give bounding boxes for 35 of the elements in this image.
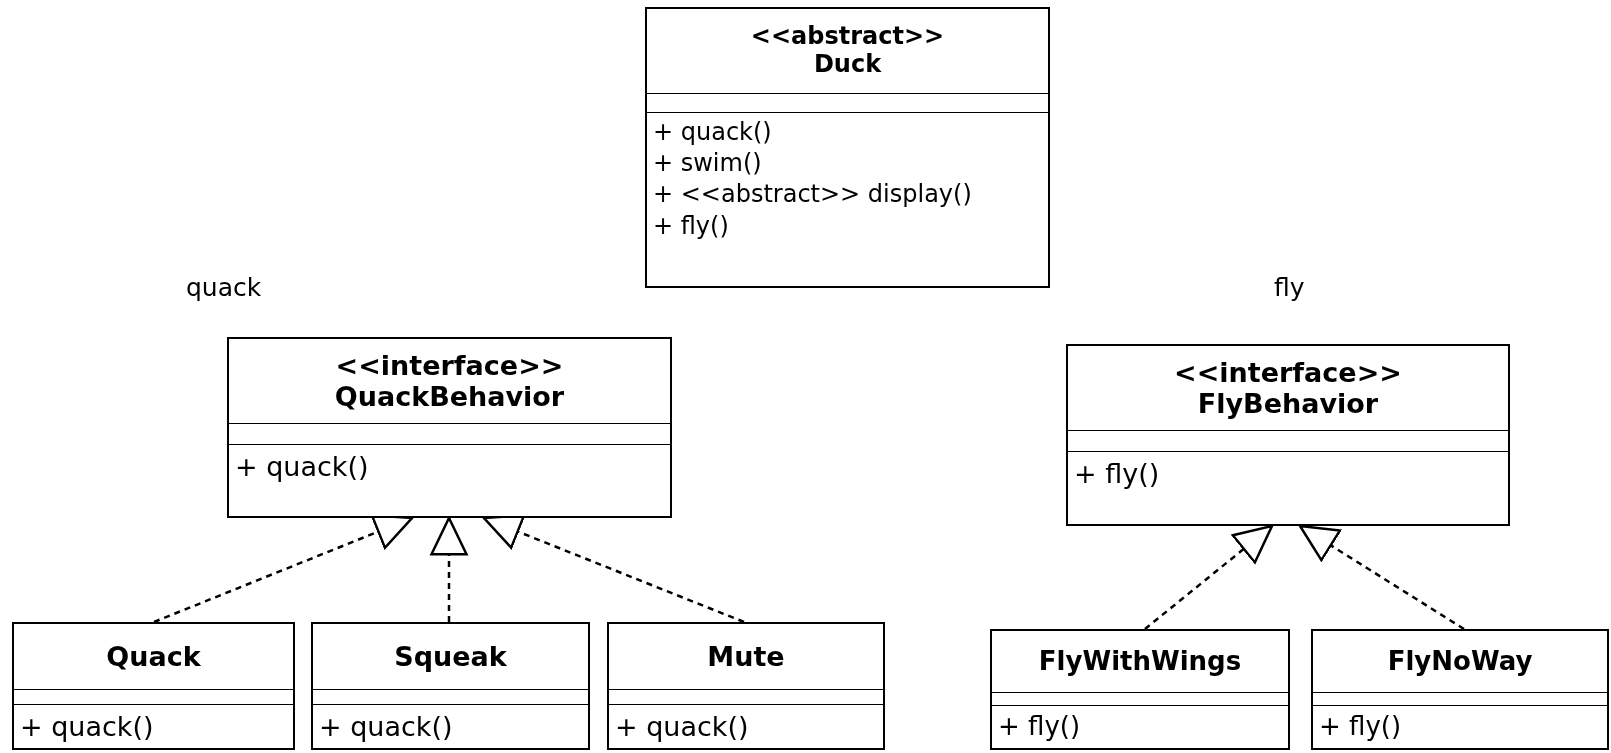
method-text: + fly() (653, 210, 730, 242)
method-text: + quack() (653, 117, 773, 148)
role-label: fly (1274, 273, 1305, 302)
stereotype-label: <<interface>> (335, 349, 564, 381)
class-box (990, 629, 1290, 750)
realization-arrow (1144, 524, 1274, 630)
method-text: + quack() (20, 709, 155, 744)
stereotype-label: <<abstract>> (750, 23, 945, 51)
class-box (12, 622, 295, 750)
class-box (1066, 344, 1510, 526)
stereotype-label: <<interface>> (1174, 356, 1402, 388)
class-box (227, 337, 672, 518)
class-name: FlyBehavior (1197, 388, 1379, 420)
class-box (311, 622, 590, 750)
class-name: Duck (813, 51, 882, 79)
class-name: Mute (707, 641, 785, 673)
method-text: + fly() (998, 710, 1082, 744)
class-box (1311, 629, 1609, 750)
class-name: FlyWithWings (1038, 646, 1242, 677)
method-text: + quack() (615, 709, 750, 744)
realization-arrow (1298, 524, 1465, 631)
class-name: Squeak (394, 641, 507, 673)
method-text: + quack() (319, 709, 454, 744)
role-label: quack (186, 273, 262, 302)
realization-arrow (430, 516, 468, 622)
class-box (645, 7, 1050, 288)
method-text: + fly() (1074, 457, 1161, 491)
class-name: FlyNoWay (1387, 646, 1533, 677)
method-text: + <<abstract>> display() (653, 179, 973, 211)
method-text: + quack() (235, 450, 370, 484)
class-name: QuackBehavior (334, 381, 565, 413)
class-name: Quack (106, 641, 201, 673)
class-box (607, 622, 885, 750)
method-text: + swim() (653, 148, 763, 180)
method-text: + fly() (1319, 710, 1403, 744)
